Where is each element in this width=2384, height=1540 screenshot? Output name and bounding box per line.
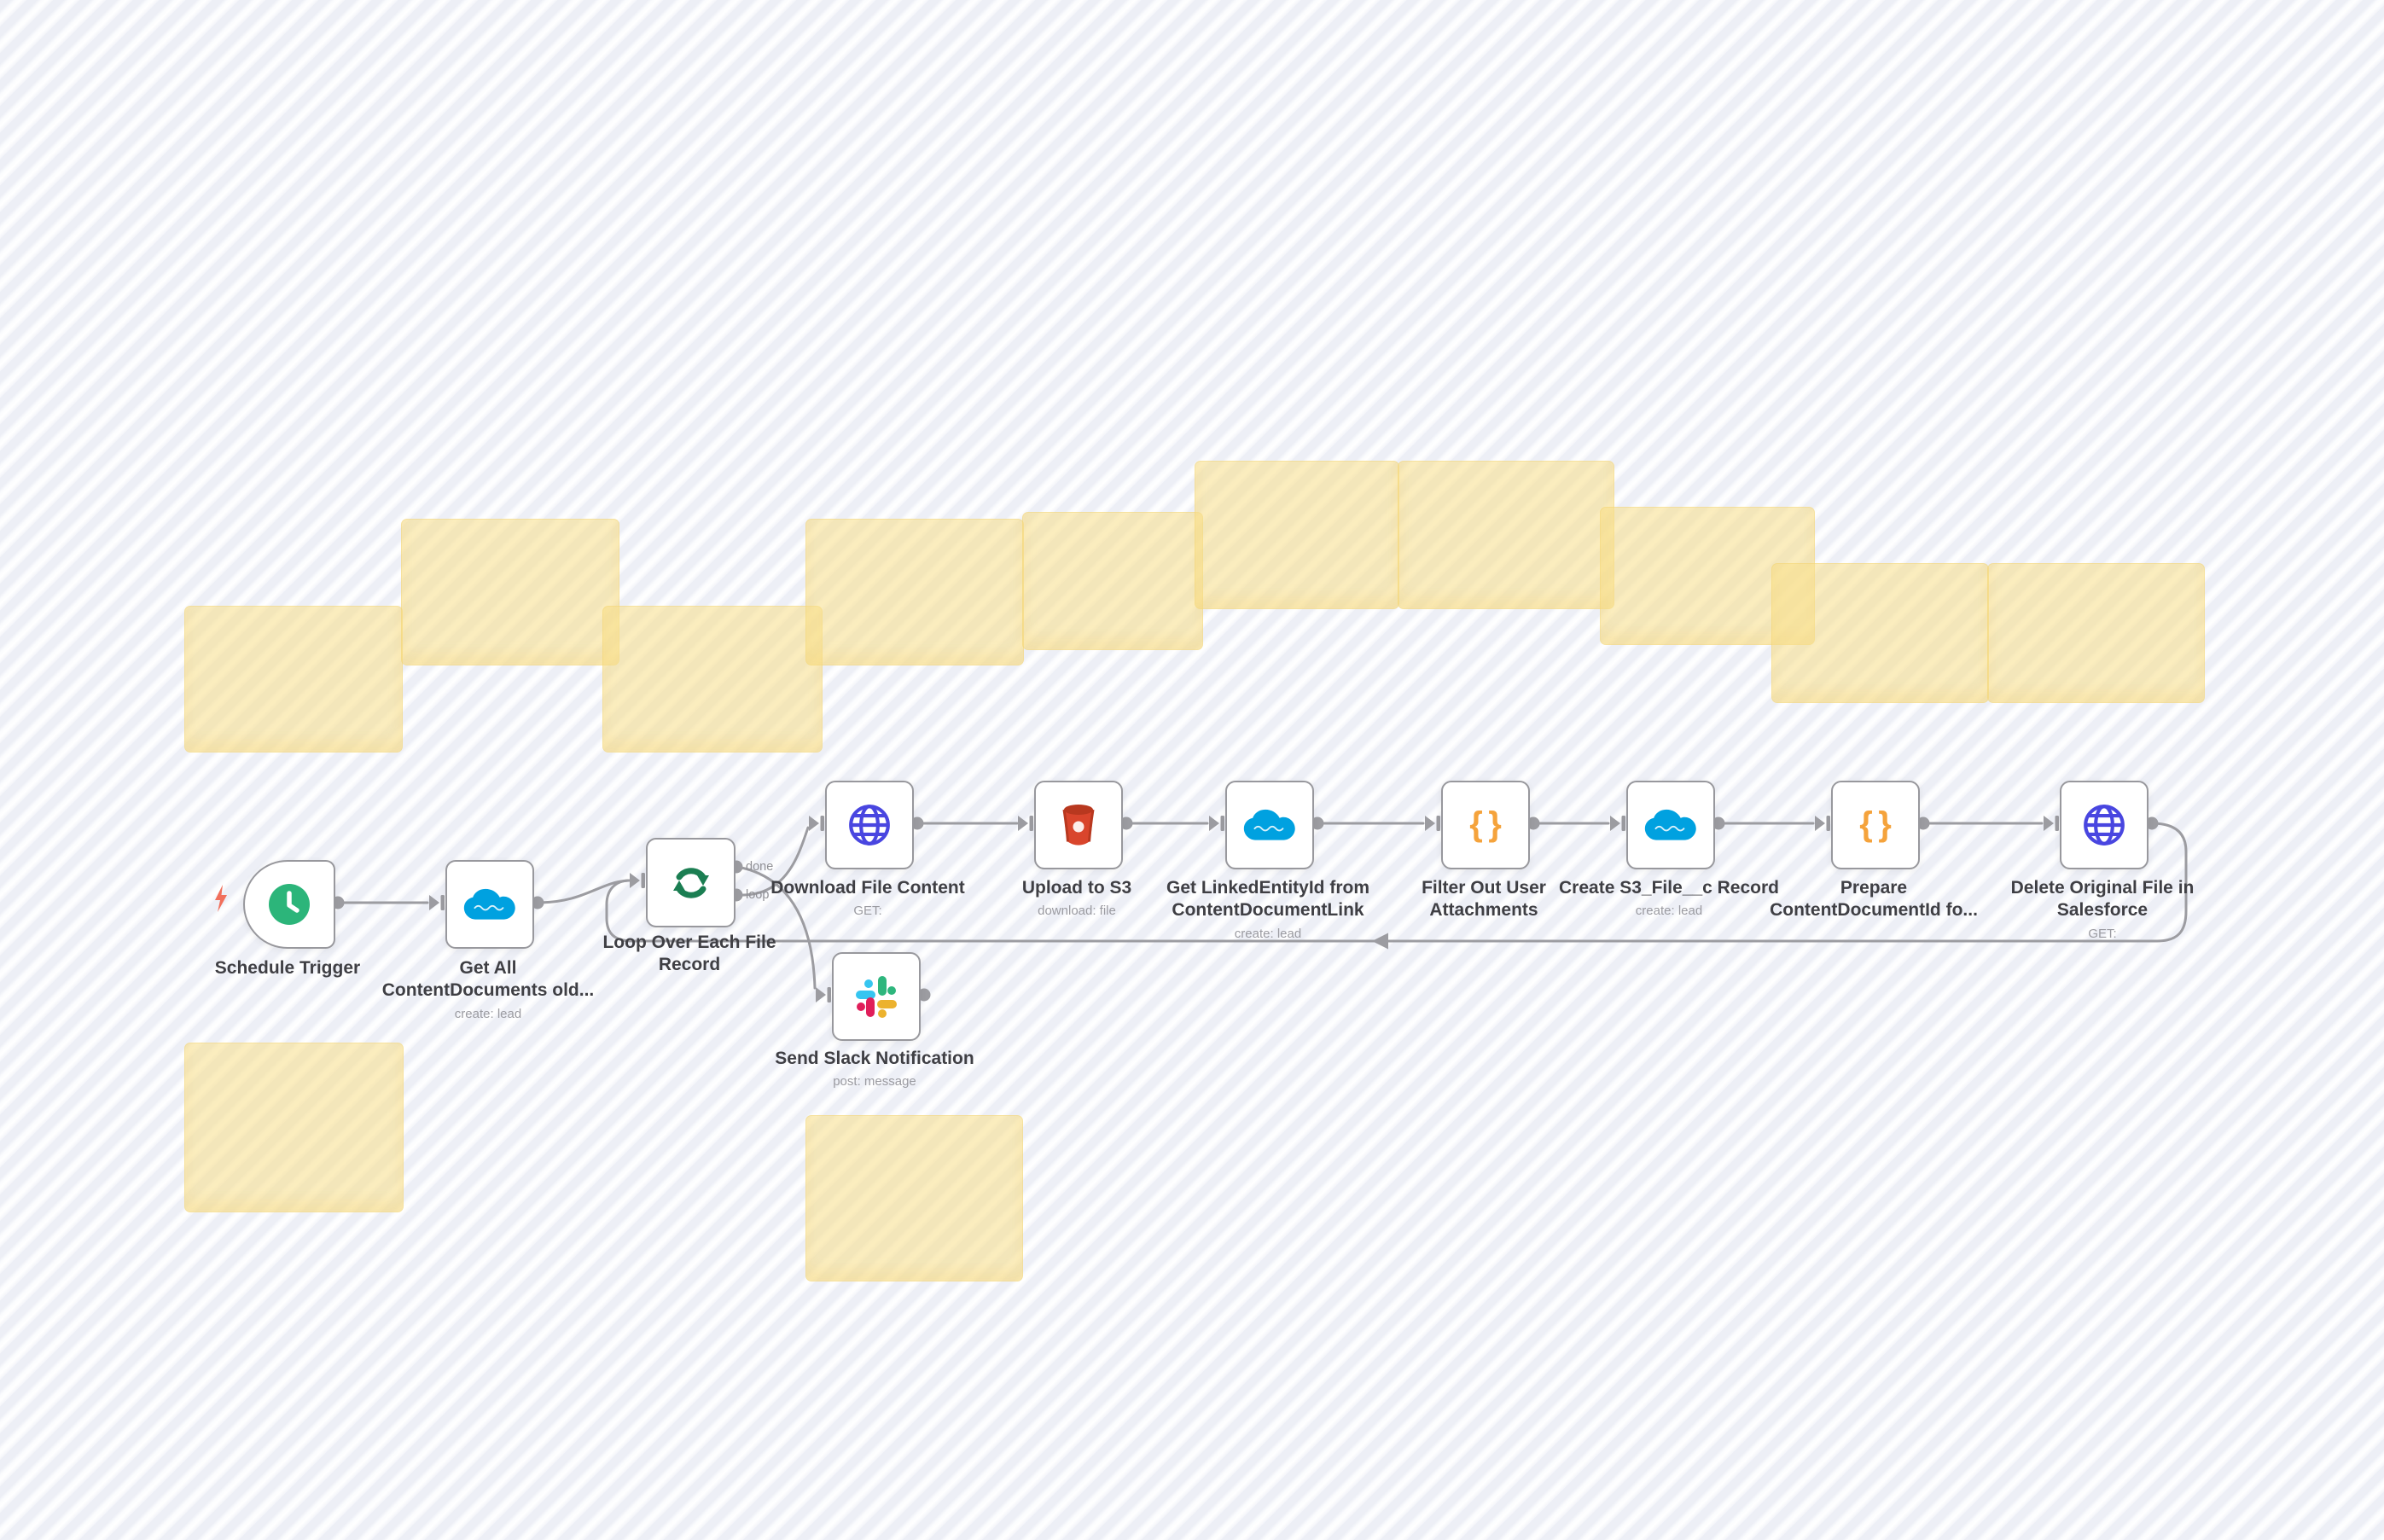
node-subtitle-upload-to-s3: download: file — [1038, 904, 1116, 919]
node-box-filter-out-user-attachments[interactable]: { } — [1441, 781, 1530, 869]
node-label-schedule-trigger: Schedule Trigger — [214, 958, 361, 978]
output-port-dot[interactable] — [1119, 816, 1133, 830]
port-label-done: done — [746, 860, 774, 874]
input-port-arrow-icon — [1425, 816, 1435, 831]
sticky-note[interactable] — [184, 606, 403, 753]
input-port-arrow-icon — [816, 987, 826, 1002]
node-box-delete-original-file-in-salesforce[interactable] — [2060, 781, 2149, 869]
output-port-dot[interactable] — [917, 988, 931, 1002]
node-box-prepare-contentdocumentid[interactable]: { } — [1831, 781, 1920, 869]
code-braces-icon: { } — [1462, 802, 1509, 848]
connection-delete-original-file-in-salesforce-to-loop-over-each-file-record[interactable] — [605, 822, 2188, 943]
return-line-arrow-icon — [1372, 933, 1388, 950]
s3-icon — [1058, 802, 1099, 848]
input-port-arrow-icon — [1018, 816, 1028, 831]
sticky-note[interactable] — [805, 519, 1024, 665]
output-port-dot[interactable] — [2145, 816, 2159, 830]
node-label-filter-out-user-attachments: Filter Out User Attachments — [1422, 878, 1546, 921]
node-box-get-all-contentdocuments-older[interactable] — [445, 860, 534, 949]
input-port-arrow-icon — [1610, 816, 1620, 831]
sticky-note[interactable] — [602, 606, 823, 753]
sticky-note[interactable] — [1987, 563, 2205, 703]
node-box-send-slack-notification[interactable] — [832, 952, 921, 1041]
node-box-get-linkedentityid-from-contentdocumentlink[interactable] — [1225, 781, 1314, 869]
input-port-bar — [1826, 816, 1830, 831]
input-port-bar — [641, 873, 645, 888]
svg-text:{: { — [1859, 805, 1873, 843]
clock-icon — [266, 881, 312, 927]
sticky-note[interactable] — [1771, 563, 1989, 703]
salesforce-icon — [1644, 806, 1697, 844]
output-port-dot[interactable] — [910, 816, 924, 830]
node-subtitle-send-slack-notification: post: message — [833, 1074, 916, 1090]
output-port-dot[interactable] — [1712, 816, 1725, 830]
sticky-note[interactable] — [805, 1115, 1023, 1281]
node-box-schedule-trigger[interactable] — [243, 860, 335, 949]
node-label-get-linkedentityid-from-contentdocumentlink: Get LinkedEntityId from ContentDocumentL… — [1140, 877, 1396, 943]
connection-loop-over-each-file-record.done-to-send-slack-notification[interactable] — [736, 865, 817, 990]
node-box-create-s3-file-c-record[interactable] — [1626, 781, 1715, 869]
sticky-note[interactable] — [1398, 461, 1614, 609]
loop-icon — [667, 859, 715, 907]
port-label-loop: loop — [746, 888, 770, 902]
sticky-note[interactable] — [1195, 461, 1399, 609]
lightning-bolt-icon — [213, 884, 229, 917]
globe-icon — [846, 802, 893, 848]
input-port-bar — [820, 816, 824, 831]
node-box-download-file-content[interactable] — [825, 781, 914, 869]
salesforce-icon — [1243, 806, 1296, 844]
sticky-note[interactable] — [184, 1043, 404, 1212]
input-port-bar — [1436, 816, 1440, 831]
node-box-loop-over-each-file-record[interactable] — [646, 838, 736, 927]
node-subtitle-create-s3-file-c-record: create: lead — [1635, 904, 1703, 919]
code-braces-icon: { } — [1852, 802, 1898, 848]
node-subtitle-download-file-content: GET: — [853, 904, 882, 919]
input-port-arrow-icon — [809, 816, 819, 831]
node-subtitle-delete-original-file-in-salesforce: GET: — [2088, 926, 2117, 941]
input-port-arrow-icon — [1209, 816, 1219, 831]
node-box-upload-to-s3[interactable] — [1034, 781, 1123, 869]
svg-text:{: { — [1469, 805, 1483, 843]
node-label-loop-over-each-file-record: Loop Over Each File Record — [602, 933, 776, 975]
node-subtitle-get-all-contentdocuments-older: create: lead — [454, 1006, 522, 1021]
input-port-bar — [1029, 816, 1033, 831]
input-port-bar — [440, 895, 445, 910]
sticky-note[interactable] — [401, 519, 619, 665]
input-port-bar — [827, 987, 831, 1002]
node-label-prepare-contentdocumentid: Prepare ContentDocumentId fo... — [1770, 878, 1978, 921]
output-port-dot[interactable] — [1526, 816, 1540, 830]
node-label-get-all-contentdocuments-older: Get All ContentDocuments old...create: l… — [360, 957, 616, 1023]
connection-loop-over-each-file-record.loop-to-download-file-content[interactable] — [736, 826, 810, 897]
node-subtitle-get-linkedentityid-from-contentdocumentlink: create: lead — [1234, 926, 1302, 941]
svg-text:}: } — [1878, 805, 1892, 843]
sticky-note[interactable] — [1022, 512, 1203, 650]
globe-icon — [2081, 802, 2127, 848]
input-port-bar — [1621, 816, 1625, 831]
input-port-bar — [1220, 816, 1224, 831]
output-port-dot[interactable] — [1311, 816, 1324, 830]
slack-icon — [853, 973, 899, 1020]
input-port-arrow-icon — [429, 895, 439, 910]
input-port-arrow-icon — [630, 873, 640, 888]
input-port-arrow-icon — [1815, 816, 1825, 831]
salesforce-icon — [463, 886, 516, 923]
input-port-arrow-icon — [2044, 816, 2054, 831]
svg-text:}: } — [1488, 805, 1502, 843]
input-port-bar — [2055, 816, 2059, 831]
output-port-dot[interactable] — [531, 896, 544, 909]
output-port-dot[interactable] — [1916, 816, 1930, 830]
